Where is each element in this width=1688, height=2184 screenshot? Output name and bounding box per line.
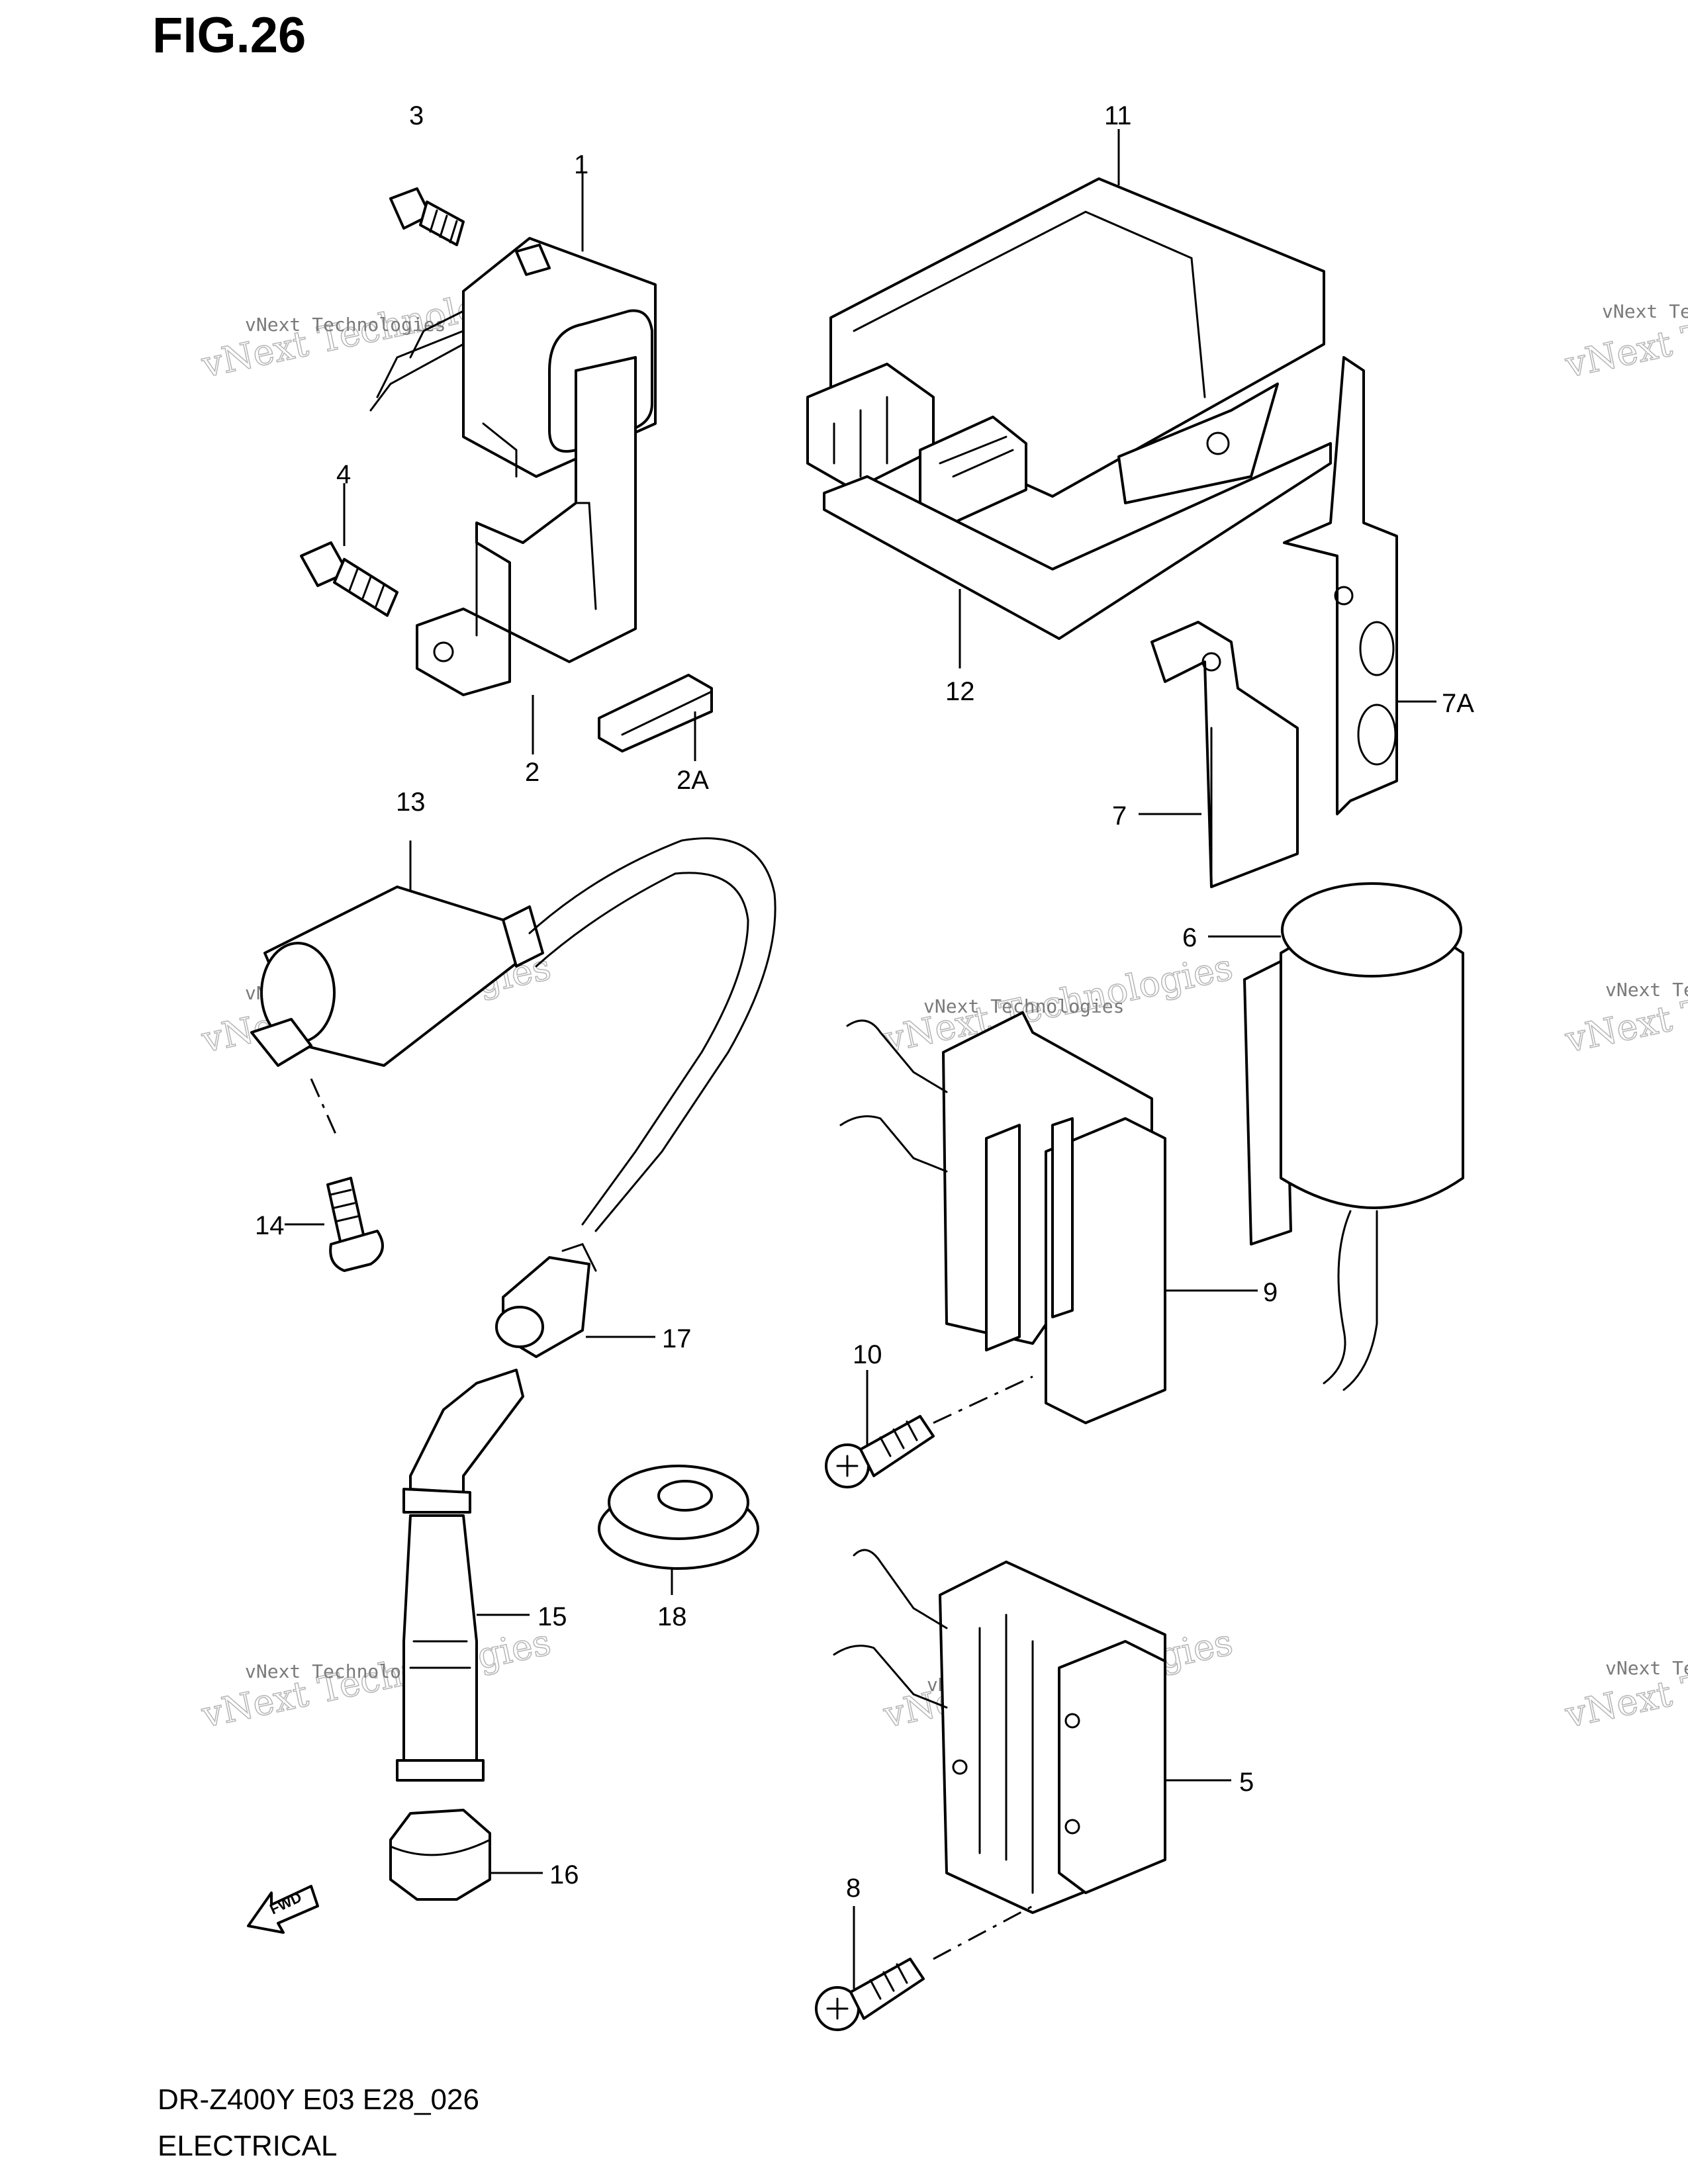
part-12-cushion-sheet[interactable]	[823, 442, 1332, 640]
label-part-8: 8	[846, 1874, 861, 1903]
label-part-10: 10	[853, 1340, 882, 1369]
part-17-grommet[interactable]	[495, 1243, 597, 1358]
part-2A-cushion[interactable]	[598, 674, 713, 752]
label-part-16: 16	[549, 1860, 579, 1889]
label-part-2A: 2A	[677, 766, 709, 795]
watermark-small: vNext Technologies	[1605, 979, 1688, 1001]
label-part-7A: 7A	[1442, 689, 1474, 718]
label-part-3: 3	[409, 101, 424, 130]
model-code: DR-Z400Y E03 E28_026	[158, 2083, 479, 2116]
part-2-bracket[interactable]	[416, 356, 637, 696]
label-part-6: 6	[1182, 923, 1197, 952]
part-4-bolt[interactable]	[300, 541, 399, 617]
part-5-regulator[interactable]	[833, 1549, 1166, 1914]
watermark-small: vNext Technologies	[1602, 300, 1688, 322]
label-part-13: 13	[396, 788, 426, 817]
dashline-8	[933, 1905, 1033, 1960]
watermark-small: vNext Technologies	[245, 314, 445, 336]
label-part-17: 17	[662, 1324, 692, 1353]
figure-title: FIG.26	[152, 7, 306, 64]
part-11-cdi-unit[interactable]	[806, 177, 1325, 524]
label-part-11: 11	[1104, 101, 1132, 130]
part-14-screw[interactable]	[326, 1177, 384, 1272]
label-part-1: 1	[574, 150, 588, 179]
label-part-4: 4	[336, 460, 351, 489]
part-16-cap[interactable]	[389, 1809, 491, 1901]
part-15-plug-cap[interactable]	[396, 1369, 524, 1782]
label-part-5: 5	[1239, 1768, 1254, 1797]
part-6-condenser[interactable]	[1243, 882, 1464, 1391]
watermark-big: vNext Technologies	[1562, 271, 1688, 386]
watermark-big: vNext Technologies	[1562, 946, 1688, 1061]
part-9-rectifier[interactable]	[839, 1011, 1166, 1424]
part-13-ignition-coil[interactable]	[250, 837, 776, 1232]
label-part-14: 14	[255, 1211, 285, 1240]
fwd-arrow: FWD	[247, 1885, 319, 1934]
label-part-2: 2	[525, 758, 539, 787]
watermark-small: vNext Technologies	[1605, 1657, 1688, 1679]
label-part-7: 7	[1112, 801, 1127, 831]
part-7A-bracket[interactable]	[1283, 356, 1398, 815]
dashline-10	[933, 1375, 1033, 1424]
label-part-12: 12	[945, 677, 975, 706]
label-part-9: 9	[1263, 1278, 1278, 1307]
section-name: ELECTRICAL	[158, 2130, 338, 2162]
part-8-bolt[interactable]	[815, 1958, 925, 2031]
part-10-bolt[interactable]	[825, 1415, 935, 1488]
label-part-18: 18	[657, 1602, 687, 1631]
part-7-bracket[interactable]	[1150, 621, 1299, 888]
part-3-bolt[interactable]	[389, 187, 465, 246]
dashline-14	[310, 1078, 339, 1139]
part-labels: 3 1 4 2 2A 11 12 7A 7 13 6 14 9 17 10 15…	[255, 101, 1474, 1903]
part-18-grommet[interactable]	[598, 1465, 759, 1570]
label-part-15: 15	[538, 1602, 567, 1631]
